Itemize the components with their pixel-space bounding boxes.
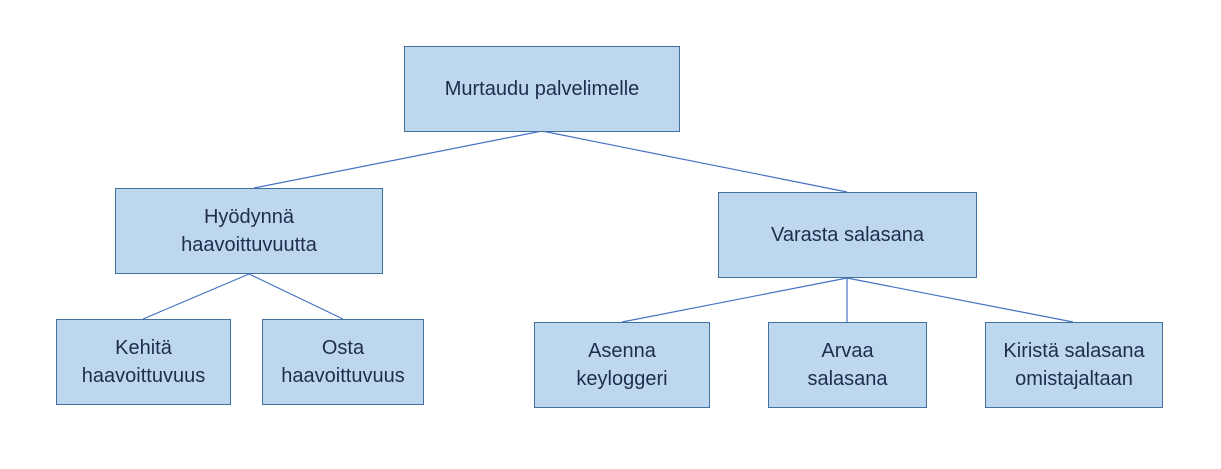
edge-steal-keylogger bbox=[621, 277, 848, 323]
node-install-keylogger-label: Asenna keyloggeri bbox=[576, 340, 668, 390]
node-steal-password-label: Varasta salasana bbox=[770, 224, 925, 246]
edge-root-exploit bbox=[253, 130, 543, 189]
node-steal-password: Varasta salasana bbox=[718, 192, 977, 278]
node-extort-password: Kiristä salasana omistajaltaan bbox=[985, 322, 1163, 408]
node-exploit-vulnerability: Hyödynnä haavoittuvuutta bbox=[115, 188, 383, 274]
node-root: Murtaudu palvelimelle bbox=[404, 46, 680, 132]
edge-exploit-buy bbox=[248, 273, 344, 320]
node-exploit-vulnerability-label: Hyödynnä haavoittuvuutta bbox=[181, 206, 317, 256]
edge-exploit-develop bbox=[142, 273, 250, 320]
node-guess-password-label: Arvaa salasana bbox=[807, 340, 888, 390]
node-develop-vulnerability: Kehitä haavoittuvuus bbox=[56, 319, 231, 405]
node-buy-vulnerability-label: Osta haavoittuvuus bbox=[281, 337, 405, 387]
node-root-label: Murtaudu palvelimelle bbox=[444, 78, 640, 100]
edge-steal-extort bbox=[846, 277, 1074, 323]
node-develop-vulnerability-label: Kehitä haavoittuvuus bbox=[81, 337, 206, 387]
node-install-keylogger: Asenna keyloggeri bbox=[534, 322, 710, 408]
node-buy-vulnerability: Osta haavoittuvuus bbox=[262, 319, 424, 405]
node-guess-password: Arvaa salasana bbox=[768, 322, 927, 408]
edge-root-steal bbox=[541, 130, 848, 193]
node-extort-password-label: Kiristä salasana omistajaltaan bbox=[1003, 340, 1145, 390]
